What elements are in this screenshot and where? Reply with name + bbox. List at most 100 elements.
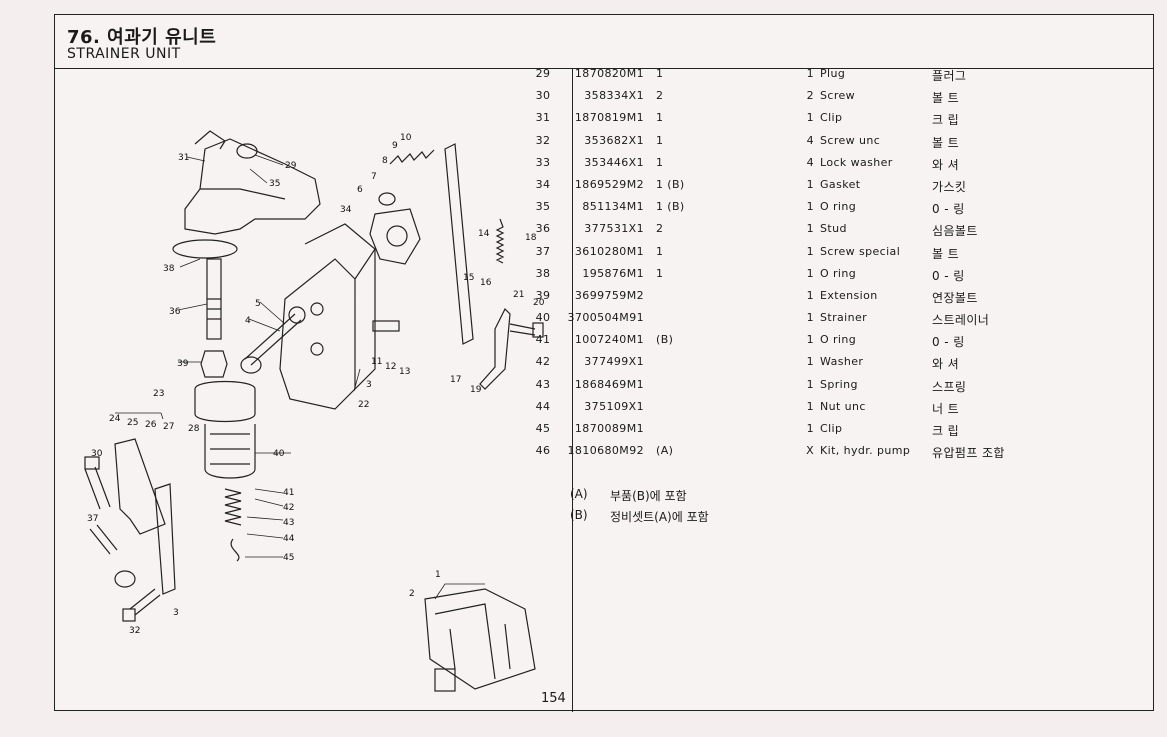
svg-text:24: 24 — [109, 414, 121, 424]
part-number: 1810680M92 — [567, 444, 644, 458]
description-korean: 볼 트 — [932, 135, 960, 150]
svg-text:17: 17 — [450, 375, 461, 385]
footnote-key: (B) — [570, 508, 588, 522]
svg-text:5: 5 — [255, 299, 261, 309]
svg-text:6: 6 — [357, 185, 363, 195]
description-korean: 0 - 링 — [932, 202, 965, 217]
svg-text:37: 37 — [87, 514, 98, 524]
description: O ring — [820, 266, 857, 280]
part-number: 3610280M1 — [574, 244, 644, 258]
footnote-text: 정비셋트(A)에 포함 — [610, 510, 709, 524]
parts-row: 39 3699759M2 1 Extension 연장볼트 — [530, 286, 1090, 308]
description-korean: 스프링 — [932, 379, 967, 394]
svg-text:40: 40 — [273, 449, 285, 459]
footnote-key: (A) — [570, 487, 588, 501]
page-header: 76. 여과기 유니트 STRAINER UNIT — [55, 15, 1153, 69]
svg-text:41: 41 — [283, 488, 294, 498]
svg-text:19: 19 — [470, 385, 482, 395]
part-note: 2 — [656, 222, 664, 236]
svg-text:9: 9 — [392, 141, 398, 151]
svg-text:39: 39 — [177, 359, 189, 369]
quantity: 1 — [806, 399, 814, 413]
ref-number: 39 — [535, 288, 551, 302]
part-note: 1 — [656, 67, 664, 80]
part-number: 195876M1 — [582, 266, 644, 280]
description-korean: 볼 트 — [932, 246, 960, 261]
page-title-english: STRAINER UNIT — [67, 46, 181, 62]
description: Kit, hydr. pump — [820, 444, 911, 458]
svg-text:31: 31 — [178, 153, 189, 163]
ref-number: 31 — [535, 111, 551, 125]
ref-number: 45 — [535, 422, 551, 435]
ref-number: 44 — [535, 399, 551, 413]
svg-text:27: 27 — [163, 422, 174, 432]
description: Extension — [820, 288, 878, 302]
svg-text:44: 44 — [283, 534, 295, 544]
description: Strainer — [820, 311, 868, 325]
part-note: 1 — [656, 244, 664, 258]
part-number: 1870819M1 — [574, 111, 644, 125]
description-korean: 0 - 링 — [932, 268, 965, 283]
part-note: 1 — [656, 266, 664, 280]
svg-text:25: 25 — [127, 418, 138, 428]
svg-text:11: 11 — [371, 357, 382, 367]
svg-text:21: 21 — [513, 290, 524, 300]
quantity: X — [806, 444, 814, 458]
description: Lock washer — [820, 155, 893, 169]
description: Spring — [820, 377, 858, 391]
description-korean: 크 립 — [932, 424, 960, 438]
svg-text:8: 8 — [382, 156, 388, 166]
svg-text:4: 4 — [245, 316, 251, 326]
part-number: 353682X1 — [584, 133, 644, 147]
quantity: 1 — [806, 311, 814, 325]
ref-number: 37 — [535, 244, 551, 258]
part-number: 851134M1 — [582, 200, 644, 214]
svg-text:43: 43 — [283, 518, 294, 528]
svg-text:45: 45 — [283, 553, 294, 563]
part-number: 3699759M2 — [574, 288, 644, 302]
footnote-text: 부품(B)에 포함 — [610, 489, 687, 503]
quantity: 4 — [806, 155, 814, 169]
part-note: 1 — [656, 111, 664, 125]
part-note: (B) — [656, 333, 674, 347]
ref-number: 35 — [535, 200, 551, 214]
svg-text:34: 34 — [340, 205, 352, 215]
svg-text:7: 7 — [371, 172, 377, 182]
description-korean: 연장볼트 — [932, 290, 978, 305]
svg-text:12: 12 — [385, 362, 396, 372]
part-note: (A) — [656, 444, 674, 458]
parts-page-frame: 76. 여과기 유니트 STRAINER UNIT — [54, 14, 1154, 712]
quantity: 1 — [806, 266, 814, 280]
quantity: 1 — [806, 177, 814, 191]
description-korean: 가스킷 — [932, 179, 967, 194]
description: Stud — [820, 222, 847, 236]
svg-text:26: 26 — [145, 420, 157, 430]
quantity: 1 — [806, 333, 814, 347]
description-korean: 와 셔 — [932, 357, 960, 372]
part-number: 377531X1 — [584, 222, 644, 236]
description: Screw unc — [820, 133, 881, 147]
quantity: 4 — [806, 133, 814, 147]
ref-number: 34 — [535, 177, 551, 191]
part-note: 1 — [656, 133, 664, 147]
svg-text:2: 2 — [409, 589, 415, 599]
description-korean: 심음볼트 — [932, 224, 978, 239]
quantity: 1 — [806, 288, 814, 302]
quantity: 1 — [806, 355, 814, 369]
quantity: 1 — [806, 422, 814, 435]
quantity: 1 — [806, 222, 814, 236]
description: Plug — [820, 67, 846, 80]
description: O ring — [820, 200, 857, 214]
svg-text:15: 15 — [463, 273, 474, 283]
